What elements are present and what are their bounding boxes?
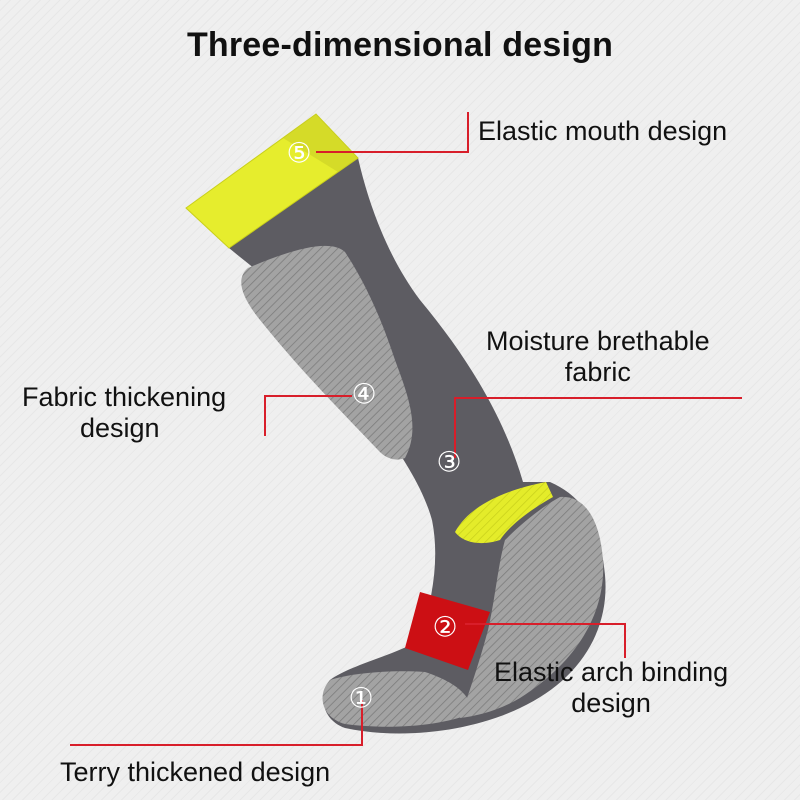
callout-5-line-1: Elastic mouth design — [478, 116, 728, 146]
leader-line-3 — [454, 397, 742, 458]
heel-yellow-patch — [455, 482, 553, 544]
callout-label-moisture-fabric: Moisture brethable fabric — [486, 326, 710, 388]
leader-line-2 — [465, 623, 626, 658]
calf-panel — [241, 245, 413, 460]
callout-number-3: ③ — [436, 446, 461, 479]
callout-4-line-2: design — [80, 413, 160, 443]
callout-number-2: ② — [432, 611, 457, 644]
callout-number-1: ① — [348, 682, 373, 715]
callout-number-5: ⑤ — [286, 137, 311, 170]
leader-line-4 — [264, 395, 352, 436]
leader-lines — [70, 112, 742, 746]
callout-label-terry-thickened: Terry thickened design — [60, 757, 330, 788]
arch-band — [405, 592, 490, 670]
callout-2-line-1: Elastic arch binding — [494, 657, 729, 687]
page-title: Three-dimensional design — [186, 26, 614, 64]
callout-label-arch-binding: Elastic arch binding design — [494, 657, 728, 719]
leader-line-5 — [316, 112, 469, 153]
heel-panel — [460, 496, 604, 718]
callout-number-4: ④ — [351, 378, 376, 411]
callout-2-line-2: design — [571, 688, 651, 718]
callout-label-elastic-mouth: Elastic mouth design — [478, 116, 727, 147]
cuff-inner-shadow — [283, 114, 358, 172]
callout-3-line-2: fabric — [564, 357, 631, 387]
leader-line-1 — [70, 700, 363, 746]
callout-4-line-1: Fabric thickening — [22, 382, 227, 412]
toe-panel — [322, 671, 471, 727]
callout-3-line-1: Moisture brethable — [486, 326, 710, 356]
callout-label-fabric-thickening: Fabric thickening design — [22, 382, 226, 444]
callout-1-line-1: Terry thickened design — [60, 757, 331, 787]
